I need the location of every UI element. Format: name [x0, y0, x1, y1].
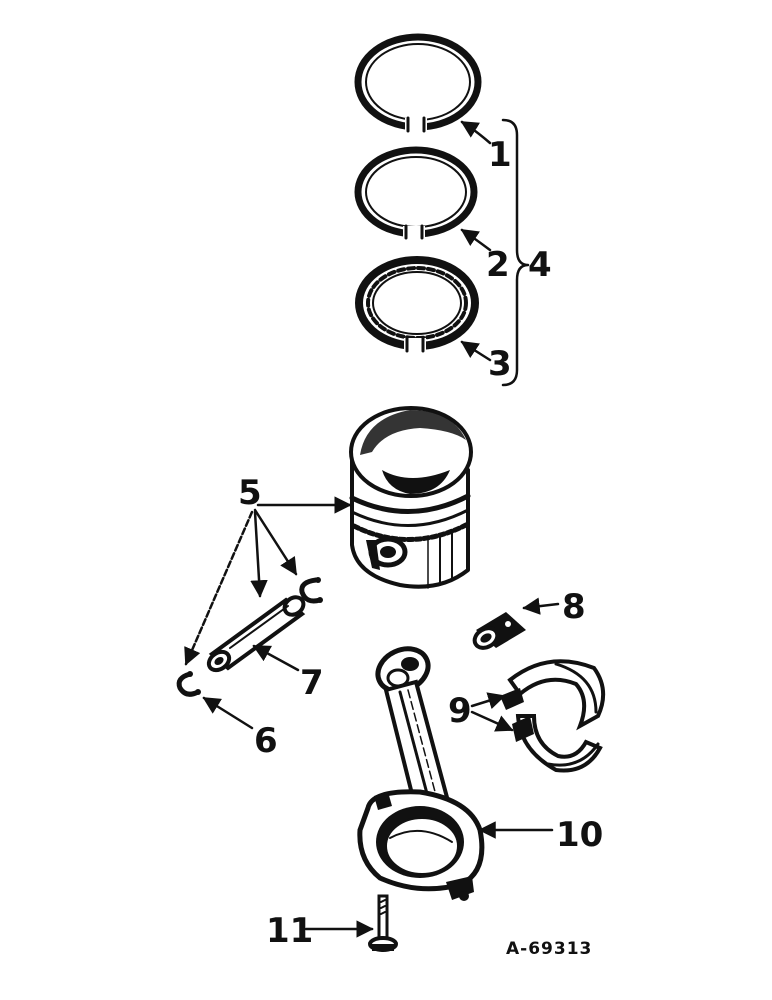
- piston: [349, 406, 473, 589]
- piston-pin-retainer-lower: [176, 671, 201, 697]
- callout-4: 4: [528, 245, 552, 285]
- connecting-rod-bolt: [368, 894, 398, 952]
- piston-ring-1: [354, 33, 482, 133]
- callout-1: 1: [488, 135, 512, 175]
- piston-ring-3: [355, 256, 479, 353]
- piston-pin: [206, 595, 306, 673]
- connecting-rod: [357, 646, 485, 901]
- leader-8: [522, 597, 560, 615]
- callout-5: 5: [238, 473, 262, 513]
- ring-set-brace: [501, 118, 530, 387]
- callout-3: 3: [488, 344, 512, 384]
- callout-6: 6: [254, 721, 278, 761]
- connecting-rod-bearing: [500, 659, 606, 773]
- piston-pin-retainer-upper: [299, 577, 323, 604]
- figure-number: A-69313: [506, 939, 592, 959]
- leader-6: [202, 696, 254, 730]
- leaders-9: [470, 692, 514, 732]
- callout-8: 8: [562, 587, 586, 627]
- piston-ring-2: [354, 146, 478, 240]
- callout-11: 11: [266, 911, 313, 951]
- callout-9: 9: [448, 691, 472, 731]
- ring-leaders: [460, 120, 492, 362]
- connecting-rod-bushing: [472, 612, 526, 650]
- callout-7: 7: [300, 663, 324, 703]
- callout-10: 10: [556, 815, 603, 855]
- callout-2: 2: [486, 245, 510, 285]
- leaders-5: [184, 496, 352, 666]
- leader-7: [252, 644, 300, 672]
